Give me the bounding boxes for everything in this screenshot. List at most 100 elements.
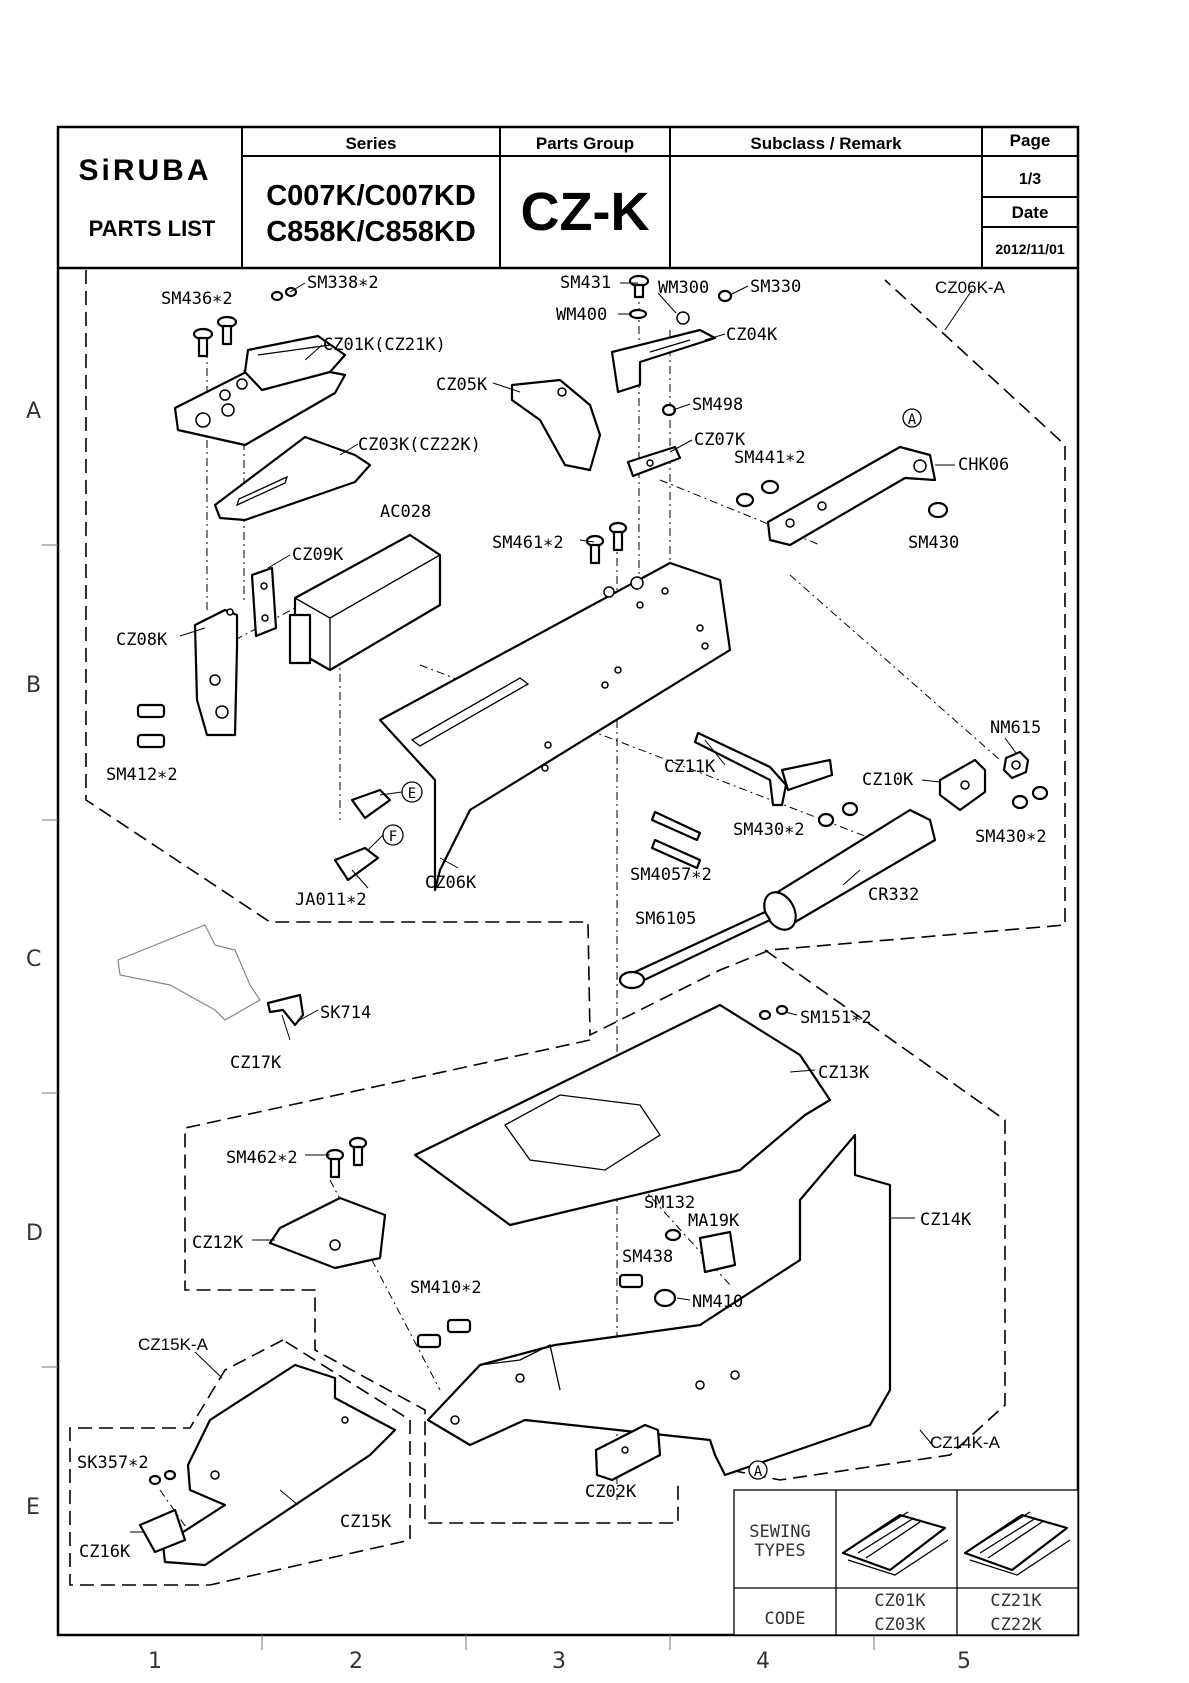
label-sm498: SM498 bbox=[692, 395, 743, 415]
grid-col-2: 2 bbox=[349, 1649, 363, 1674]
label-sm6105: SM6105 bbox=[635, 909, 696, 929]
screw-sm410 bbox=[416, 1318, 472, 1349]
callout-a-top bbox=[902, 408, 922, 428]
label-sm431: SM431 bbox=[560, 273, 611, 293]
label-cz07k: CZ07K bbox=[694, 430, 746, 450]
assembly-labels: CZ06K-A CZ14K-A CZ15K-A bbox=[138, 278, 1006, 1452]
grid-col-3: 3 bbox=[552, 1649, 566, 1674]
callout-a-top-letter: A bbox=[908, 412, 917, 428]
label-cz11k: CZ11K bbox=[664, 757, 716, 777]
label-cr332: CR332 bbox=[868, 885, 919, 905]
label-cz01k: CZ01K(CZ21K) bbox=[323, 335, 446, 355]
subclass-label: Subclass / Remark bbox=[750, 134, 902, 153]
label-sm438: SM438 bbox=[622, 1247, 673, 1267]
label-cz13k: CZ13K bbox=[818, 1063, 870, 1083]
label-cz12k: CZ12K bbox=[192, 1233, 244, 1253]
label-sm338: SM338∗2 bbox=[307, 273, 379, 293]
label-chk06: CHK06 bbox=[958, 455, 1009, 475]
label-cz14k: CZ14K bbox=[920, 1210, 972, 1230]
series-line-1: C007K/C007KD bbox=[266, 180, 476, 212]
cz06k-main-bracket bbox=[378, 561, 732, 892]
grid-row-c: C bbox=[26, 947, 41, 972]
label-sk714: SK714 bbox=[320, 1003, 371, 1023]
grid-row-a: A bbox=[26, 399, 41, 424]
sewing-types-label-2: TYPES bbox=[754, 1541, 805, 1561]
cr332-tube bbox=[763, 808, 937, 931]
label-cz06k: CZ06K bbox=[425, 873, 477, 893]
label-sm430-a: SM430 bbox=[908, 533, 959, 553]
label-cz02k: CZ02K bbox=[585, 1482, 637, 1502]
parts-group-value: CZ-K bbox=[521, 182, 650, 242]
cz06k-a-boundary bbox=[85, 270, 1066, 1037]
label-sm412: SM412∗2 bbox=[106, 765, 178, 785]
label-sm430-b: SM430∗2 bbox=[733, 820, 805, 840]
cz14k-a-boundary bbox=[729, 949, 1006, 1481]
ac028-cylinder bbox=[288, 533, 442, 672]
label-cz04k: CZ04K bbox=[726, 325, 778, 345]
grid-row-b: B bbox=[26, 673, 41, 698]
label-cz08k: CZ08K bbox=[116, 630, 168, 650]
label-sm4057: SM4057∗2 bbox=[630, 865, 712, 885]
date-value: 2012/11/01 bbox=[995, 241, 1065, 257]
cz16k-plate bbox=[138, 1469, 187, 1554]
label-sm430-c: SM430∗2 bbox=[975, 827, 1047, 847]
code-col2-row1: CZ21K bbox=[990, 1591, 1042, 1611]
label-cz15k: CZ15K bbox=[340, 1512, 392, 1532]
screw-sm431-washer-wm400 bbox=[628, 274, 733, 325]
cz13k-plate bbox=[413, 1003, 832, 1227]
cz09k-plate bbox=[250, 566, 278, 638]
sewing-types-table: SEWING TYPES CODE CZ01K CZ03K CZ21K CZ22… bbox=[733, 1489, 1079, 1636]
grid-row-d: D bbox=[26, 1221, 43, 1246]
label-sm462: SM462∗2 bbox=[226, 1148, 298, 1168]
header-table: SiRUBA PARTS LIST Series C007K/C007KD C8… bbox=[58, 127, 1078, 270]
label-nm410: NM410 bbox=[692, 1292, 743, 1312]
label-cz03k: CZ03K(CZ22K) bbox=[358, 435, 481, 455]
label-sm330: SM330 bbox=[750, 277, 801, 297]
label-ma19k: MA19K bbox=[688, 1211, 740, 1231]
label-cz09k: CZ09K bbox=[292, 545, 344, 565]
grid-col-labels: 1 2 3 4 5 bbox=[148, 1635, 971, 1674]
cz03k-plate bbox=[213, 435, 372, 522]
callout-e-letter: E bbox=[408, 786, 416, 802]
grid-col-4: 4 bbox=[756, 1649, 770, 1674]
code-col2-row2: CZ22K bbox=[990, 1615, 1042, 1635]
grid-row-labels: A B C D E bbox=[26, 399, 58, 1520]
label-cz14k-a: CZ14K-A bbox=[930, 1433, 1001, 1452]
page-label: Page bbox=[1010, 131, 1051, 150]
cz08k-bracket bbox=[193, 608, 239, 737]
label-ac028: AC028 bbox=[380, 502, 431, 522]
screw-sm6105 bbox=[618, 910, 772, 990]
brand-logo: SiRUBA bbox=[78, 154, 211, 187]
label-nm615: NM615 bbox=[990, 718, 1041, 738]
code-col1-row1: CZ01K bbox=[874, 1591, 926, 1611]
cz01k-clamp bbox=[173, 334, 347, 447]
cz05k-guide bbox=[510, 378, 602, 472]
grid-col-1: 1 bbox=[148, 1649, 162, 1674]
label-sm461: SM461∗2 bbox=[492, 533, 564, 553]
ma19k-clip bbox=[618, 1228, 737, 1308]
grid-col-5: 5 bbox=[957, 1649, 971, 1674]
seam-type-1-illustration bbox=[841, 1511, 949, 1576]
label-cz05k: CZ05K bbox=[436, 375, 488, 395]
grid-row-e: E bbox=[26, 1495, 40, 1520]
callout-f-letter: F bbox=[389, 829, 397, 845]
label-sm132: SM132 bbox=[644, 1193, 695, 1213]
label-sm410: SM410∗2 bbox=[410, 1278, 482, 1298]
label-sm151: SM151∗2 bbox=[800, 1008, 872, 1028]
label-leaders bbox=[130, 282, 1017, 1533]
series-line-2: C858K/C858KD bbox=[266, 216, 476, 248]
label-wm400: WM400 bbox=[556, 305, 607, 325]
label-sk357: SK357∗2 bbox=[77, 1453, 149, 1473]
sewing-types-label-1: SEWING bbox=[749, 1522, 810, 1542]
cz-lower-boundary bbox=[184, 1039, 679, 1524]
cz04k-bracket bbox=[610, 328, 717, 394]
screw-sm4057 bbox=[650, 810, 702, 870]
callout-circles: A A E F bbox=[367, 408, 922, 1480]
assembly-leaders bbox=[194, 289, 973, 1449]
label-cz06k-a: CZ06K-A bbox=[935, 278, 1006, 297]
code-col1-row2: CZ03K bbox=[874, 1615, 926, 1635]
label-cz15k-a: CZ15K-A bbox=[138, 1335, 209, 1354]
cz15k-plate bbox=[161, 1363, 397, 1567]
label-wm300: WM300 bbox=[658, 278, 709, 298]
cz17k-ghost-assembly bbox=[117, 924, 305, 1027]
